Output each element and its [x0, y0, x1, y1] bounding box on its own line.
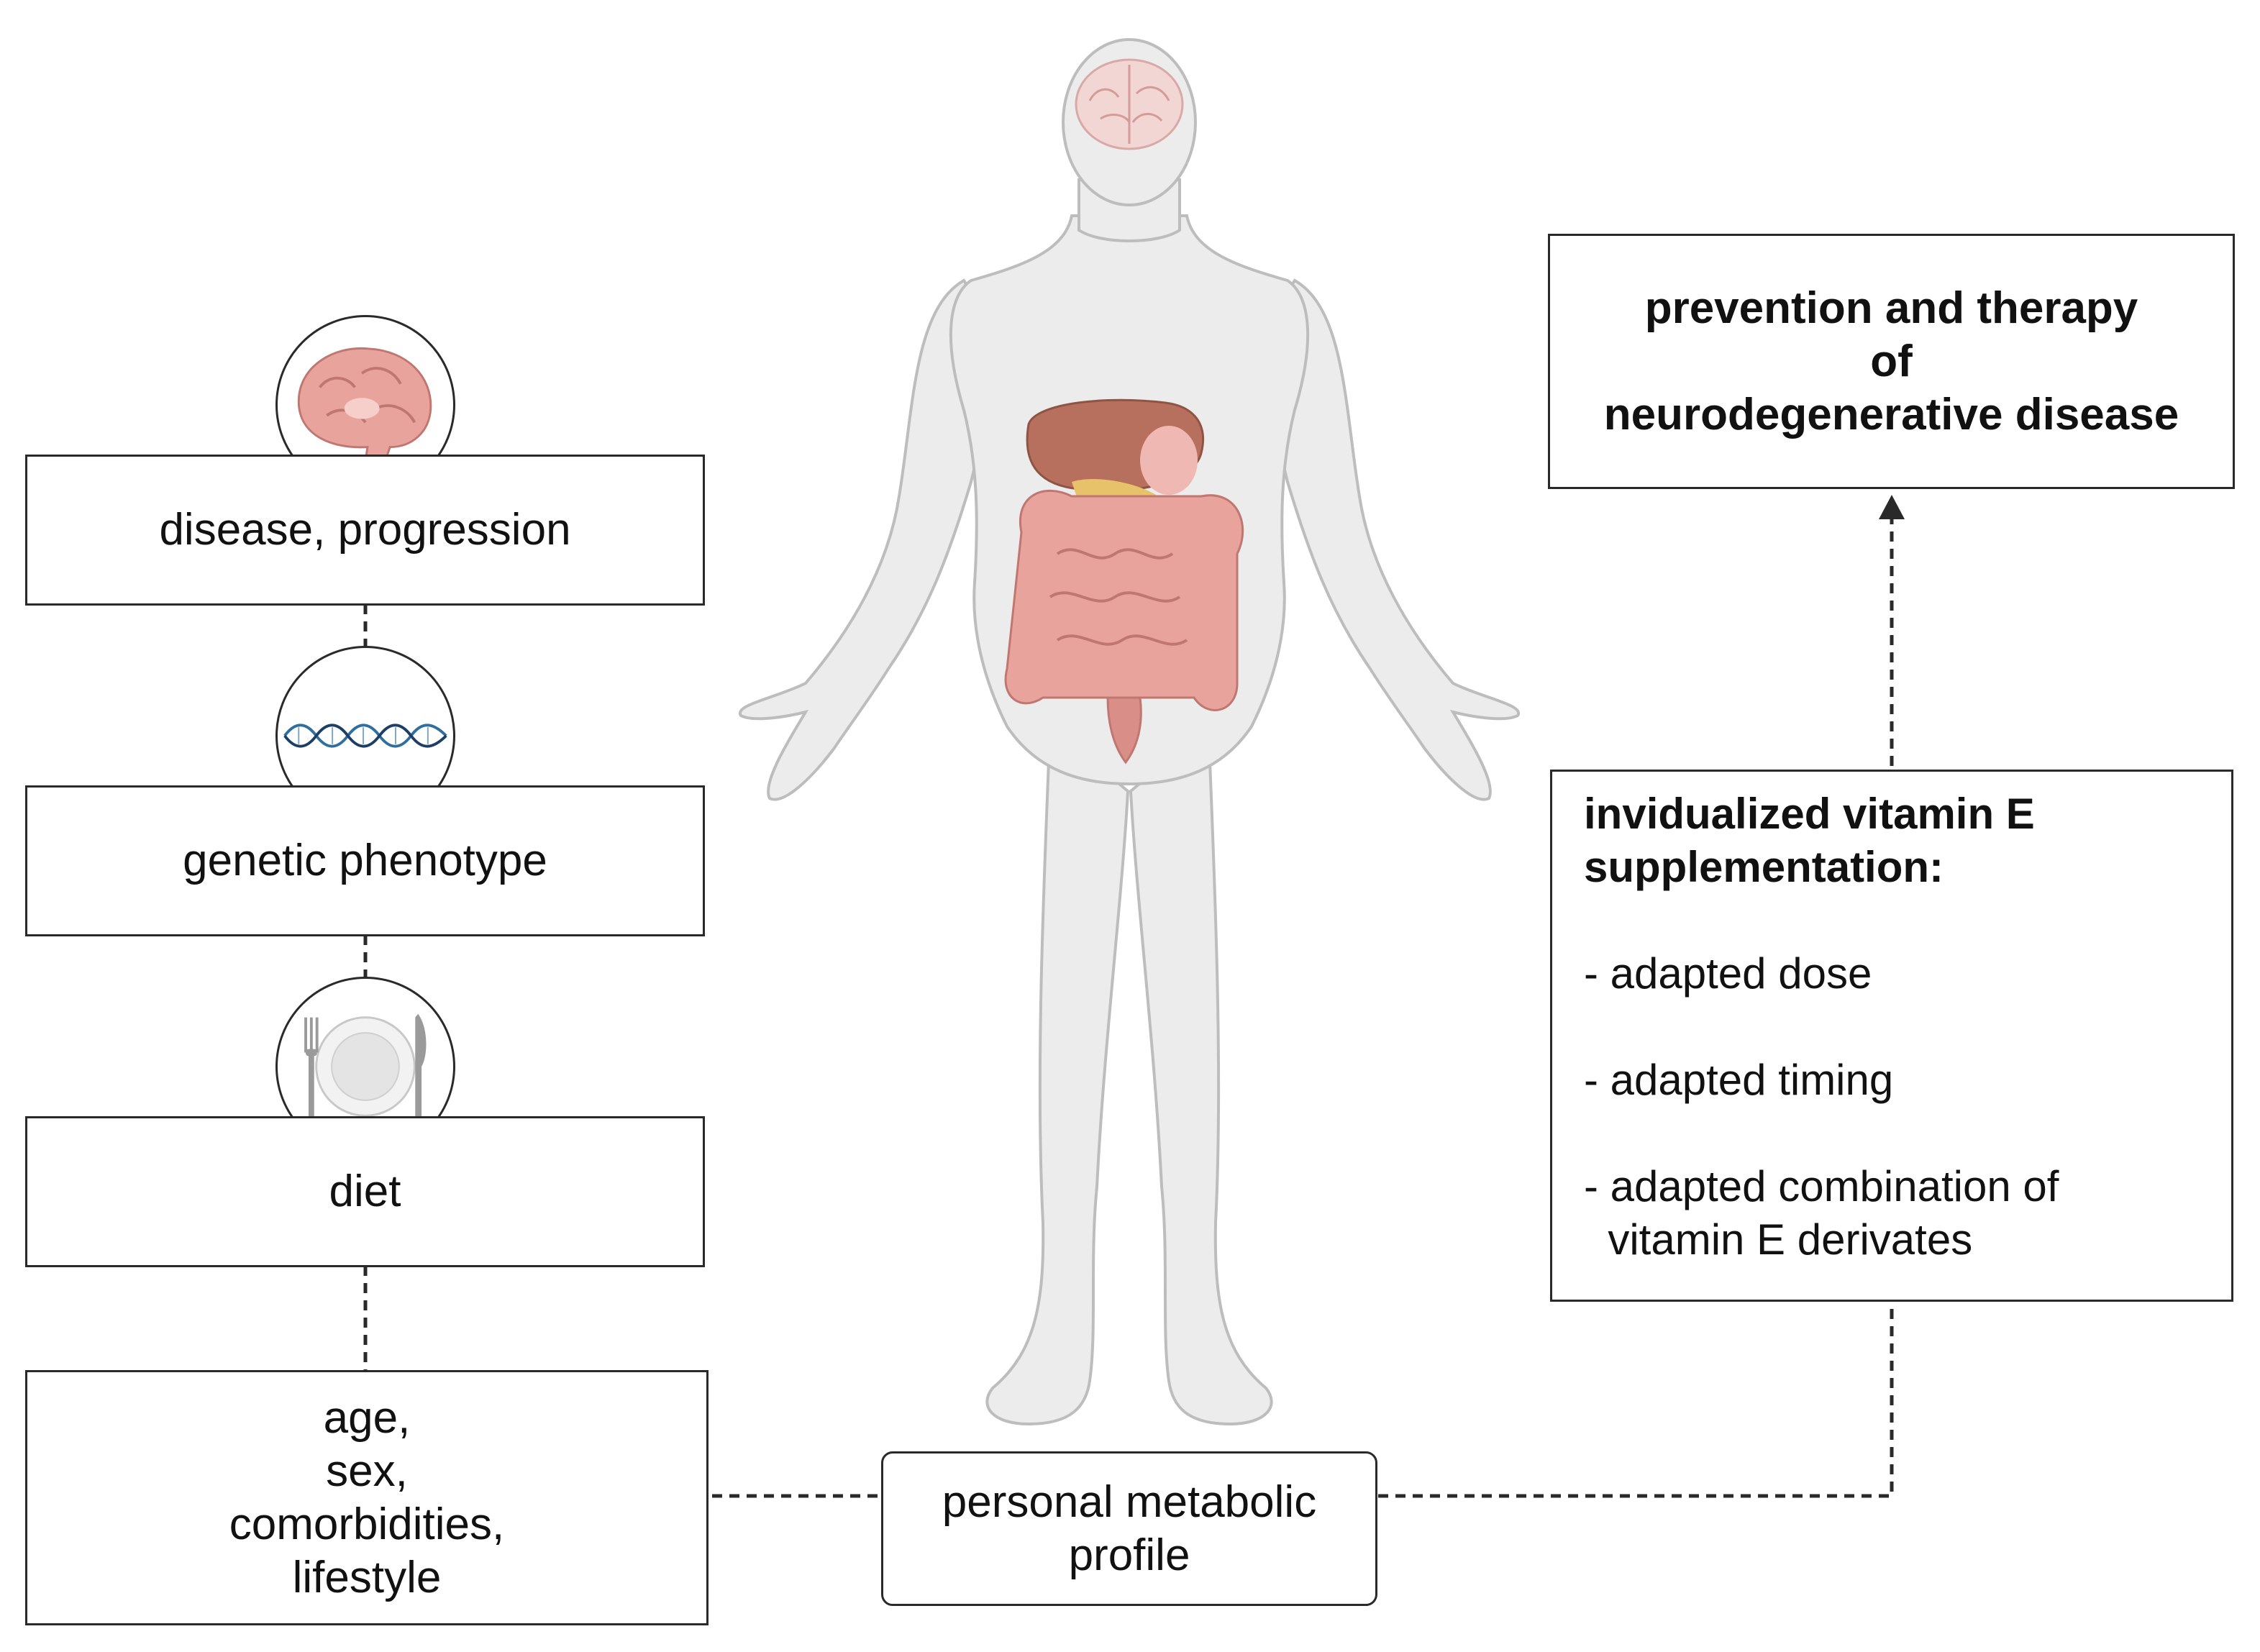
- demographics-line: age,: [323, 1392, 411, 1443]
- diet-box: diet: [25, 1116, 705, 1267]
- supplementation-content: invidualized vitamin E supplementation: …: [1584, 788, 2059, 1267]
- profile-label: personal metabolic profile: [942, 1476, 1316, 1582]
- genetic-phenotype-label: genetic phenotype: [183, 836, 547, 885]
- head-brain-icon: [1075, 58, 1184, 150]
- supplementation-item: vitamin E derivates: [1584, 1215, 1973, 1264]
- demographics-line: comorbidities,: [229, 1499, 505, 1549]
- human-body-svg: [738, 38, 1521, 1426]
- disease-progression-label: disease, progression: [159, 505, 571, 555]
- supplementation-title-line: supplementation:: [1584, 843, 1944, 891]
- demographics-line: sex,: [326, 1446, 408, 1496]
- connector-profile-supplementation: [1378, 1302, 1894, 1498]
- outcome-line: neurodegenerative disease: [1603, 389, 2179, 439]
- profile-line: personal metabolic: [942, 1477, 1317, 1527]
- diet-label: diet: [329, 1167, 401, 1216]
- arrow-head: [1879, 495, 1905, 519]
- vitamin-e-supplementation-box: invidualized vitamin E supplementation: …: [1550, 770, 2233, 1302]
- outcome-line: of: [1870, 336, 1913, 386]
- supplementation-item: - adapted dose: [1584, 949, 1872, 998]
- disease-progression-box: disease, progression: [25, 455, 705, 606]
- demographics-box: age, sex, comorbidities, lifestyle: [25, 1370, 708, 1625]
- outcome-line: prevention and therapy: [1644, 283, 2138, 333]
- profile-line: profile: [1068, 1530, 1190, 1580]
- supplementation-title-line: invidualized vitamin E: [1584, 790, 2035, 838]
- supplementation-item: - adapted combination of: [1584, 1162, 2059, 1210]
- genetic-phenotype-box: genetic phenotype: [25, 785, 705, 936]
- supplementation-item: - adapted timing: [1584, 1056, 1894, 1104]
- demographics-label: age, sex, comorbidities, lifestyle: [229, 1392, 504, 1605]
- prevention-therapy-label: prevention and therapy of neurodegenerat…: [1604, 282, 2179, 442]
- personal-metabolic-profile-box: personal metabolic profile: [881, 1451, 1377, 1606]
- prevention-therapy-box: prevention and therapy of neurodegenerat…: [1548, 234, 2235, 489]
- demographics-line: lifestyle: [292, 1552, 442, 1602]
- human-body-icon: [734, 36, 1525, 1438]
- digestive-organs-icon: [1004, 398, 1244, 765]
